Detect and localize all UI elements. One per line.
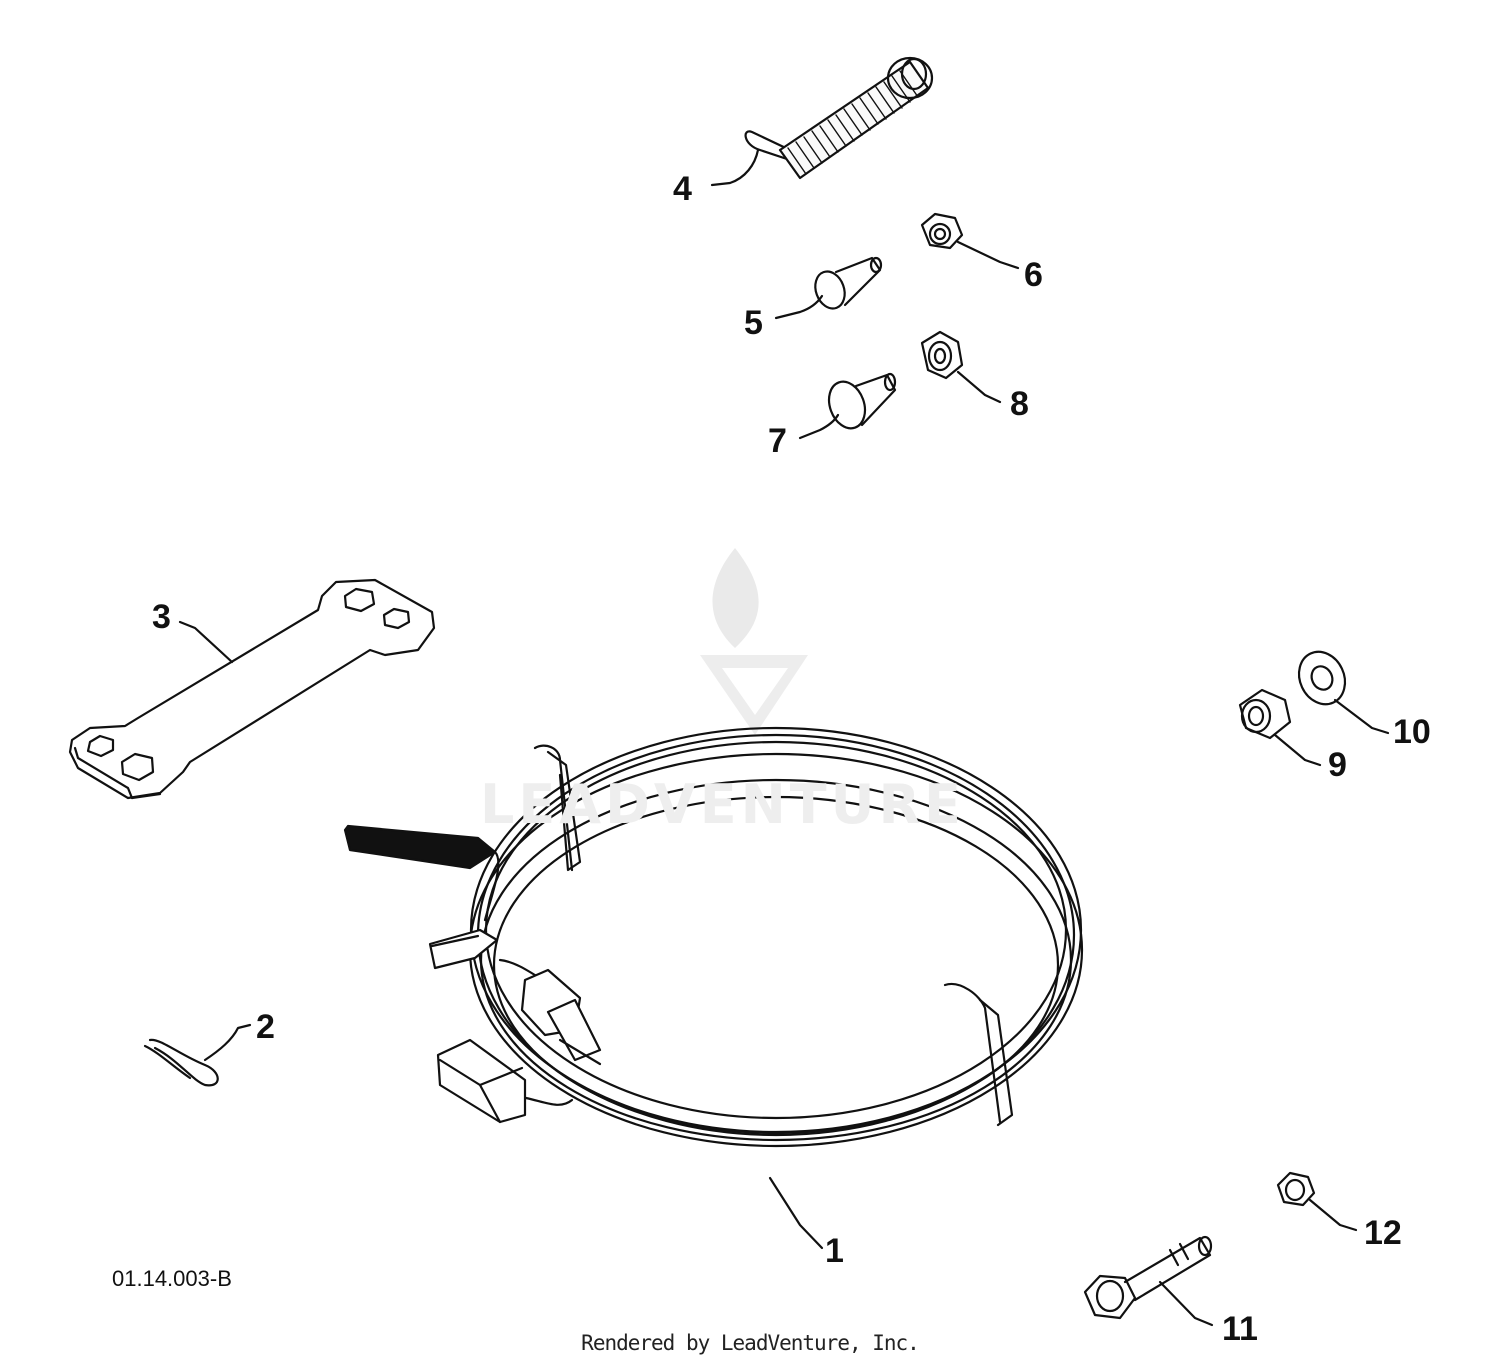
part-10-flat-washer — [1297, 650, 1390, 735]
part-1-wire-harness — [343, 726, 1084, 1250]
part-12-small-nut — [1276, 1171, 1358, 1232]
part-7-clevis-pin — [798, 372, 897, 440]
part-5-clevis-pin — [774, 256, 883, 320]
part-6-flange-nut — [920, 212, 1020, 270]
callout-6: 6 — [1024, 256, 1043, 294]
callout-10: 10 — [1393, 713, 1431, 751]
render-credit: Rendered by LeadVenture, Inc. — [581, 1331, 920, 1355]
callout-11: 11 — [1222, 1310, 1258, 1348]
callout-1: 1 — [825, 1232, 844, 1270]
callout-2: 2 — [256, 1008, 275, 1046]
part-9-lock-nut — [1238, 688, 1322, 767]
callout-9: 9 — [1328, 746, 1347, 784]
callout-8: 8 — [1010, 385, 1029, 423]
callout-3: 3 — [152, 598, 171, 636]
part-11-hex-bolt — [1083, 1235, 1214, 1327]
watermark-logo — [700, 548, 808, 735]
diagram-reference-code: 01.14.003-B — [112, 1266, 232, 1291]
part-4-extension-spring — [710, 56, 934, 187]
callout-5: 5 — [744, 304, 763, 342]
part-3-wrench-plate — [68, 578, 436, 800]
callout-7: 7 — [768, 422, 787, 460]
callout-12: 12 — [1364, 1214, 1402, 1252]
watermark-text: LEADVENTURE — [480, 773, 965, 836]
part-8-hex-nut — [920, 330, 1002, 404]
part-2-hairpin-clip — [143, 1023, 252, 1087]
callout-4: 4 — [673, 170, 692, 208]
